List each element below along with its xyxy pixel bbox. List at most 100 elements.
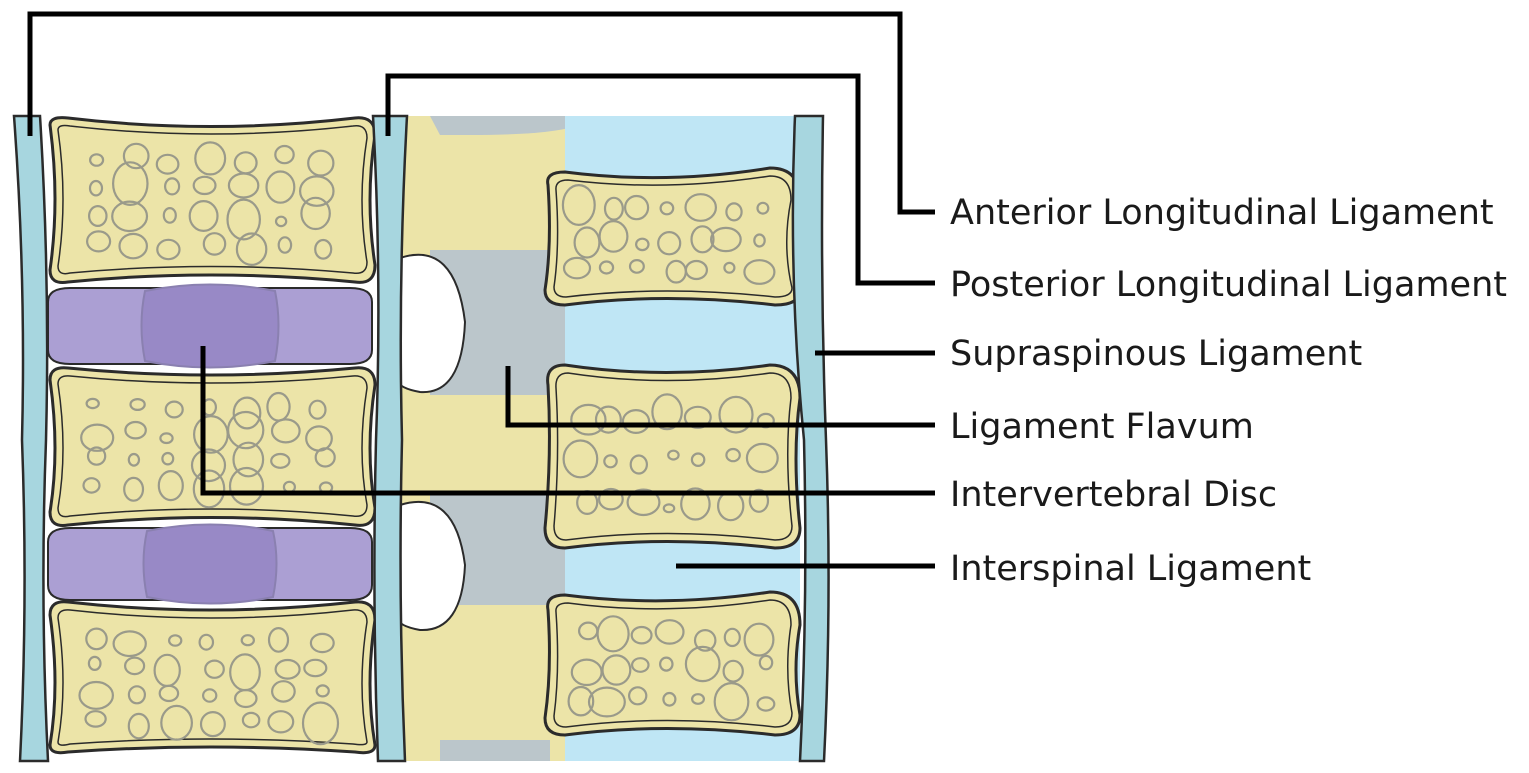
bone-pore [82, 477, 101, 494]
bone-pore [164, 177, 181, 196]
bone-pore [684, 193, 717, 222]
bone-pore [232, 396, 262, 430]
spinous-process-2-cortex [553, 372, 793, 541]
bone-pore [596, 615, 630, 653]
bone-pore [654, 619, 685, 645]
bone-pore [192, 175, 217, 196]
bone-pore [227, 172, 260, 199]
leader-line-posterior [385, 73, 935, 286]
bone-pore [756, 696, 776, 712]
bone-pore [155, 153, 180, 175]
bone-pore [190, 448, 227, 483]
bone-pore [270, 452, 291, 469]
bone-pore [683, 405, 712, 429]
bone-pore [634, 237, 650, 252]
neural-arch-bone [395, 116, 565, 761]
bone-pore [78, 680, 115, 710]
leader-lines [27, 11, 935, 569]
bone-pore [127, 685, 146, 705]
bone-pore [232, 441, 265, 478]
bone-pore [723, 627, 741, 648]
spinous-process-3-cortex [553, 599, 793, 728]
bone-pore [626, 488, 661, 517]
supraspinous-ligament [791, 114, 830, 763]
bone-pore [630, 625, 653, 645]
bone-pore [748, 488, 770, 513]
bone-pore [722, 659, 744, 683]
bone-pore [84, 710, 107, 728]
bone-pore [587, 686, 626, 718]
ligament-flavum-bottom [440, 740, 550, 761]
label-posterior-longitudinal-ligament: Posterior Longitudinal Ligament [950, 265, 1507, 305]
bone-pore [188, 200, 219, 233]
bone-pore [573, 226, 601, 259]
bone-pore [307, 149, 335, 177]
bone-pore [111, 200, 149, 233]
label-anterior-longitudinal-ligament: Anterior Longitudinal Ligament [950, 193, 1494, 233]
bone-pore [758, 654, 774, 671]
bone-pore [127, 452, 141, 467]
bone-pore [601, 654, 632, 686]
bone-pore [235, 232, 268, 266]
posterior-longitudinal-ligament [371, 114, 409, 763]
bone-pore [690, 452, 706, 467]
bone-pore [567, 685, 595, 717]
bone-pore [598, 260, 615, 275]
bone-pore [743, 259, 776, 285]
bone-pore [623, 194, 650, 221]
bone-pore [234, 688, 258, 709]
label-intervertebral-disc: Intervertebral Disc [950, 475, 1277, 515]
bone-pore [562, 256, 592, 280]
bone-pore [621, 409, 651, 435]
bone-pore [298, 175, 335, 207]
bone-pore [160, 704, 194, 741]
bone-pore [603, 454, 618, 469]
bone-pore [127, 712, 150, 740]
posterior-arch [395, 116, 590, 761]
bone-pore [680, 487, 711, 521]
bone-pore [201, 688, 218, 703]
bone-pore [315, 684, 330, 698]
bone-pore [756, 201, 770, 215]
label-interspinal-ligament: Interspinal Ligament [950, 549, 1311, 589]
bone-pore [308, 399, 327, 420]
bone-pore [274, 658, 301, 680]
bone-pore [167, 634, 183, 647]
leader-line-flavum [505, 366, 935, 428]
bone-pore [271, 680, 296, 703]
label-supraspinous-ligament: Supraspinous Ligament [950, 334, 1362, 374]
bone-pore [164, 400, 184, 419]
bone-pore [690, 693, 705, 705]
bone-pore [300, 196, 331, 231]
bone-pore [274, 144, 295, 165]
bone-pore [598, 219, 629, 253]
bone-pore [202, 232, 227, 256]
bone-pore [630, 657, 650, 673]
bone-pore [684, 259, 709, 281]
bone-pore [301, 701, 340, 746]
intervertebral-foramen-lower [396, 500, 467, 632]
leader-line-disc [200, 346, 935, 496]
bone-pore [112, 630, 147, 658]
bone-pore [85, 230, 112, 253]
bone-pore [657, 230, 682, 256]
ligament-flavum-top [430, 116, 590, 135]
bone-pore [228, 466, 265, 506]
bone-pore [123, 476, 145, 502]
bone-pore [129, 398, 146, 412]
bone-pore [265, 170, 296, 204]
cancellous-bone-texture [78, 141, 779, 746]
spinous-process-2 [543, 363, 802, 550]
bone-pore [118, 232, 148, 260]
bone-pore [162, 206, 177, 224]
bone-pore [226, 198, 262, 241]
bone-pore [88, 205, 108, 228]
bone-pore [693, 629, 717, 652]
bone-pore [662, 691, 677, 707]
leader-line-anterior [27, 11, 935, 215]
bone-pore [204, 659, 225, 679]
bone-pore [598, 487, 624, 511]
bone-pore [156, 238, 181, 261]
bone-pore [561, 184, 596, 227]
